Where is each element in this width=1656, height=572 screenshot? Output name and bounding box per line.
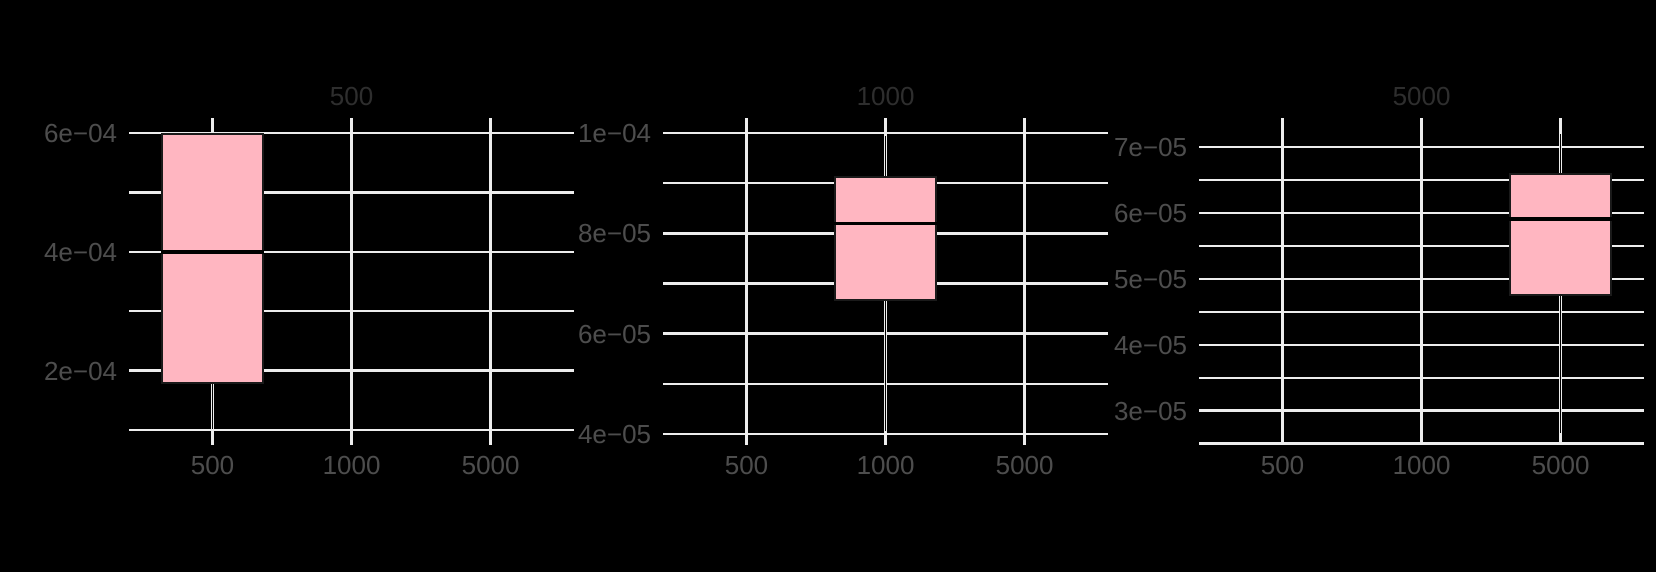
boxplot-median-line (1509, 217, 1613, 221)
x-tick-label: 5000 (461, 450, 520, 480)
y-tick-label: 1e−04 (577, 118, 651, 149)
y-tick-label: 7e−05 (1113, 132, 1187, 162)
boxplot-box (160, 132, 264, 384)
x-gridline (1023, 118, 1027, 445)
y-tick-label: 4e−04 (43, 236, 117, 267)
y-tick-label: 8e−05 (577, 218, 651, 249)
x-tick-label: 500 (190, 450, 235, 480)
x-gridline (1280, 118, 1284, 445)
facet-strip-label: 1000 (856, 81, 915, 111)
x-gridline (350, 118, 353, 445)
boxplot-median-line (834, 221, 937, 226)
x-tick-label: 1000 (1392, 450, 1451, 480)
x-tick-label: 500 (1260, 450, 1305, 480)
x-gridline (1420, 118, 1423, 445)
x-gridline (489, 118, 493, 445)
x-tick-label: 1000 (322, 450, 381, 480)
facet-strip-label: 500 (329, 81, 374, 111)
y-tick-label: 6e−05 (1113, 197, 1187, 228)
boxplot-median-line (160, 250, 264, 254)
y-tick-label: 3e−05 (1113, 395, 1187, 426)
x-tick-label: 1000 (856, 450, 915, 480)
y-tick-label: 6e−05 (577, 318, 651, 349)
x-tick-label: 5000 (995, 450, 1054, 480)
x-gridline (744, 118, 748, 445)
y-tick-label: 4e−05 (1113, 329, 1187, 360)
x-tick-label: 500 (724, 450, 769, 480)
boxplot-box (834, 176, 937, 301)
x-tick-label: 5000 (1531, 450, 1590, 480)
y-tick-label: 5e−05 (1113, 263, 1187, 294)
boxplot-box (1509, 172, 1613, 296)
y-tick-label: 4e−05 (577, 418, 651, 449)
facet-strip-label: 5000 (1392, 81, 1451, 111)
y-tick-label: 6e−04 (43, 117, 117, 148)
y-tick-label: 2e−04 (43, 355, 117, 386)
